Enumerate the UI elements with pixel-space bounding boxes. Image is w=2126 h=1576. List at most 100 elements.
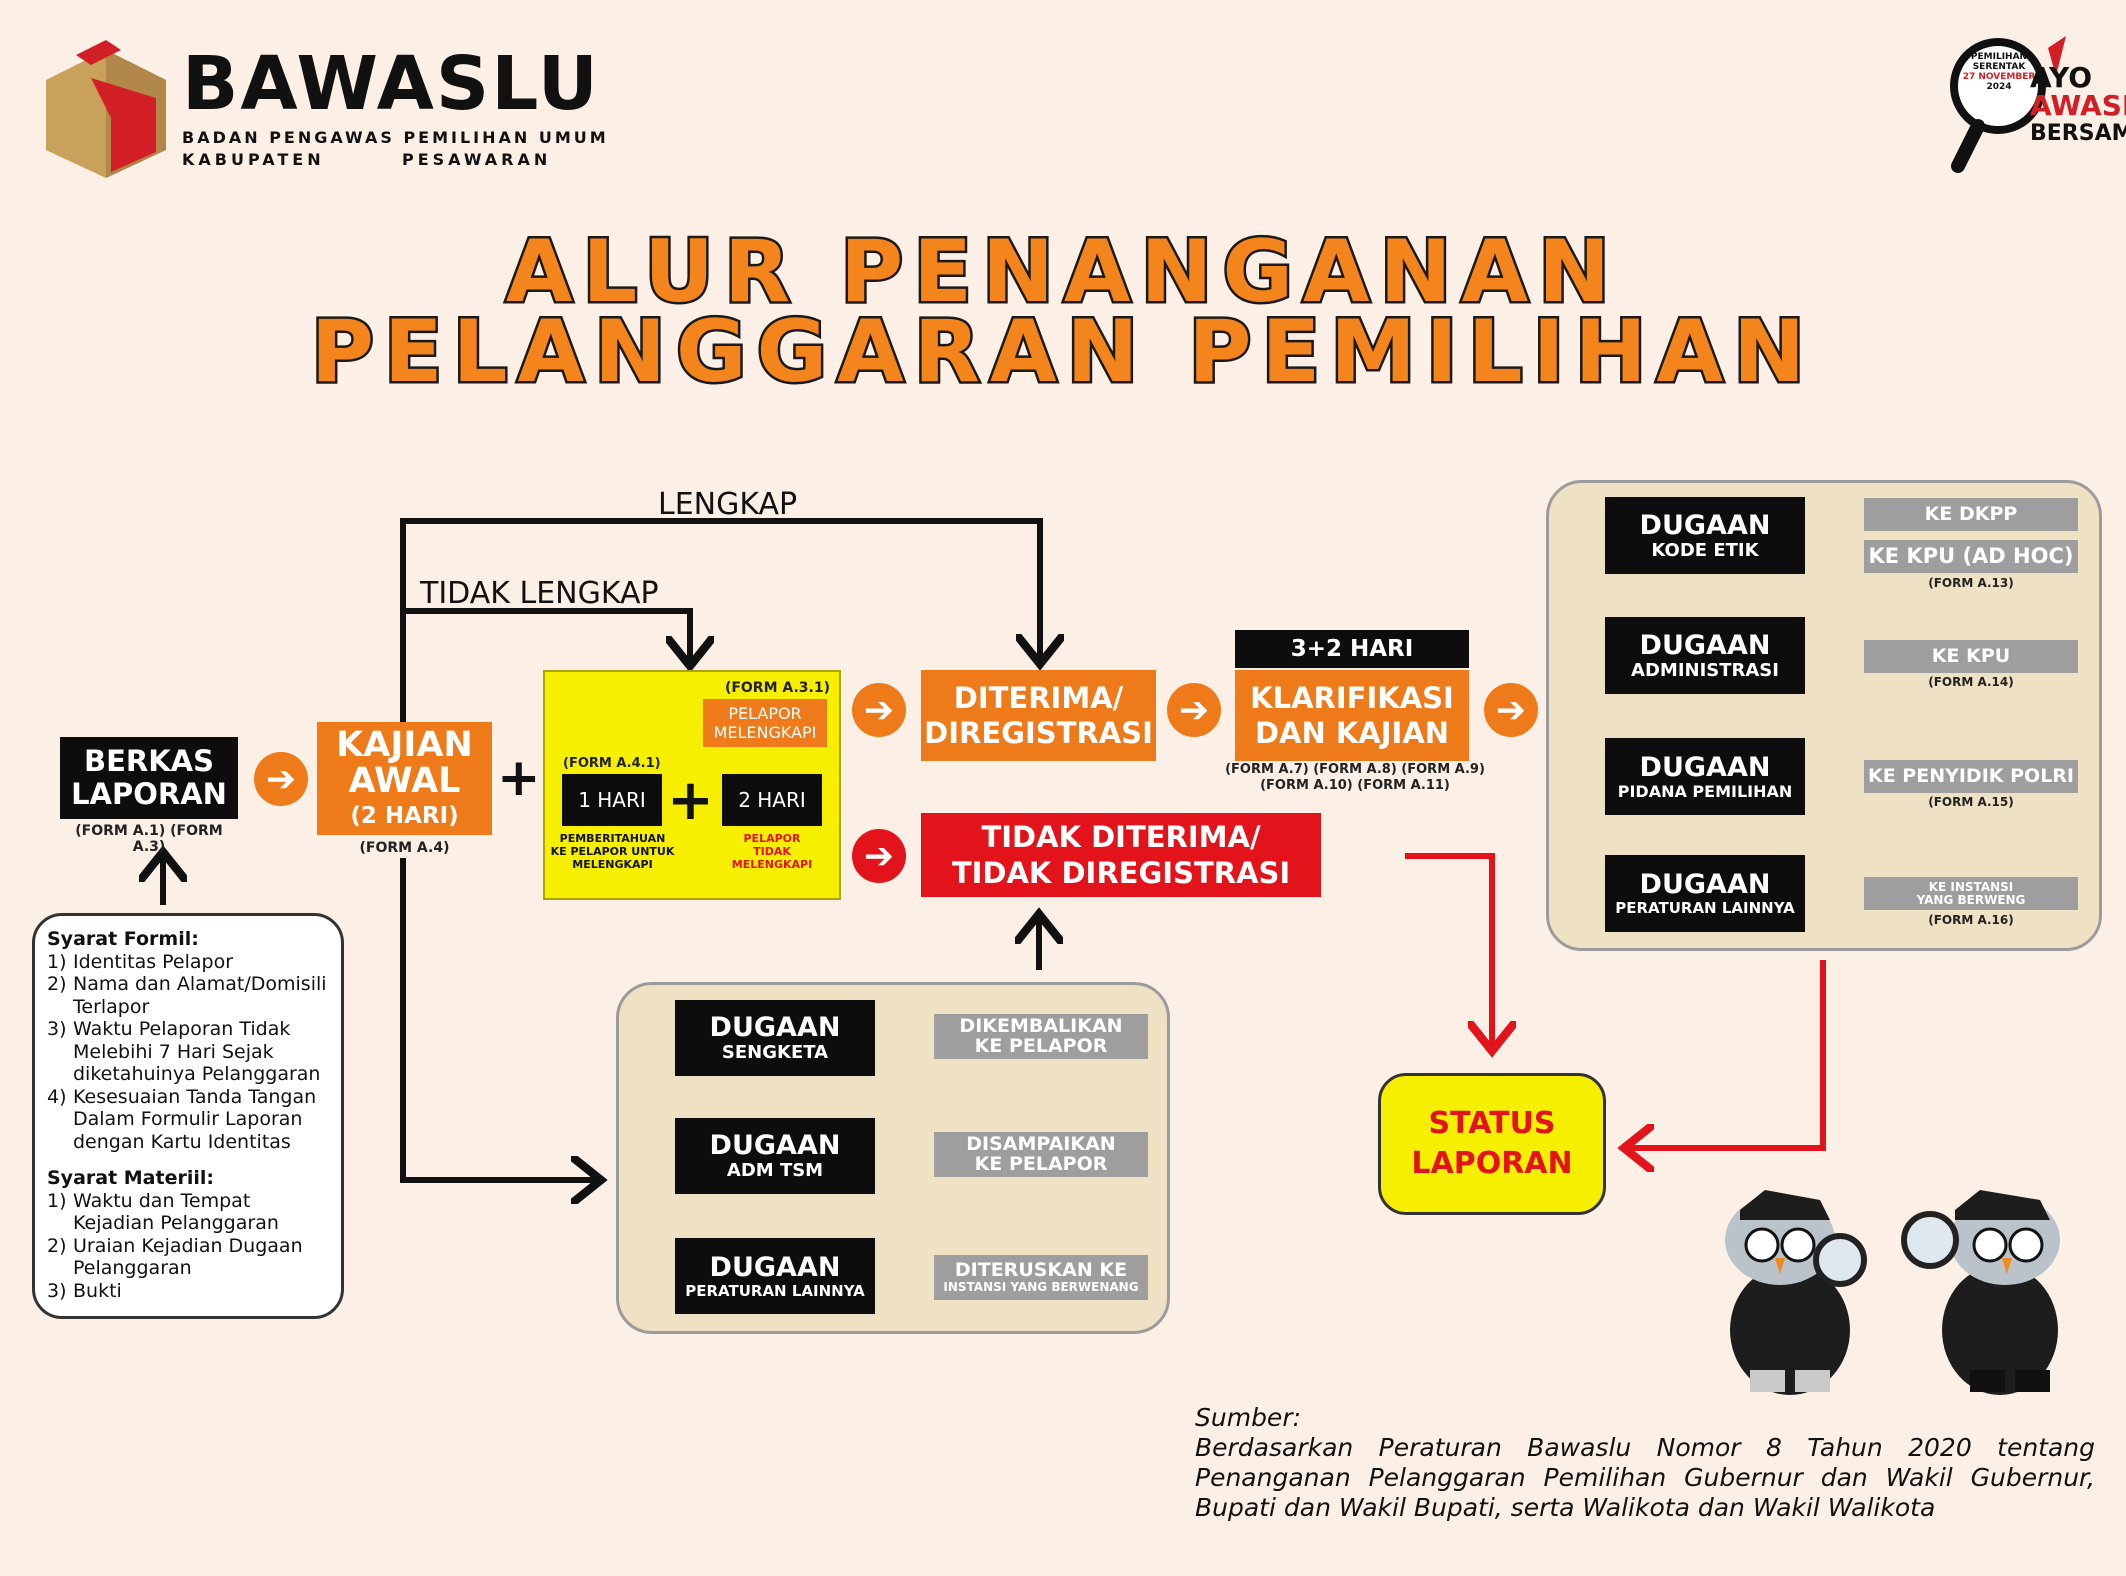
item-text: Uraian Kejadian Dugaan Pelanggaran — [73, 1234, 303, 1280]
target-form: (FORM A.14) — [1928, 675, 2014, 689]
duration-label: 3+2 HARI — [1235, 630, 1469, 668]
target-box: KE INSTANSI YANG BERWENG — [1864, 877, 2078, 910]
tidak-melengkapi-line: MELENGKAPI — [731, 858, 813, 871]
pemberitahuan-line: KE PELAPOR UNTUK — [550, 845, 675, 858]
result-line: DITERUSKAN KE — [954, 1259, 1128, 1282]
diterima-line: DIREGISTRASI — [924, 715, 1153, 750]
berkas-line: LAPORAN — [71, 777, 227, 811]
status-laporan-box: STATUS LAPORAN — [1378, 1073, 1606, 1215]
dugaan-sub: SENGKETA — [721, 1042, 829, 1064]
badge-text: PEMILIHAN SERENTAK 27 NOVEMBER 2024 — [1958, 52, 2040, 92]
list-item: 2) Nama dan Alamat/Domisili Terlapor — [47, 973, 331, 1018]
melengkapi-line: PELAPOR — [728, 704, 802, 723]
dugaan-title: DUGAAN — [709, 1251, 841, 1283]
target-label: KE KPU — [1931, 644, 2011, 667]
arrow-circle-icon: ➔ — [1484, 683, 1538, 737]
result-line: KE PELAPOR — [974, 1034, 1108, 1057]
melengkapi-line: MELENGKAPI — [713, 723, 817, 742]
item-text: Kesesuaian Tanda Tangan Dalam Formulir L… — [73, 1085, 317, 1153]
pemberitahuan-line: MELENGKAPI — [572, 858, 653, 871]
list-item: 1)Waktu dan Tempat Kejadian Pelanggaran — [47, 1190, 331, 1235]
org-region-b: PESAWARAN — [402, 150, 552, 169]
org-name: BAWASLU — [182, 41, 600, 127]
berkas-laporan-box: BERKAS LAPORAN — [60, 737, 238, 819]
item-text: Identitas Pelapor — [73, 950, 234, 973]
item-num: 2) — [47, 973, 67, 995]
klarifikasi-box: KLARIFIKASI DAN KAJIAN — [1235, 670, 1469, 761]
formil-title: Syarat Formil: — [47, 928, 199, 950]
dugaan-title: DUGAAN — [1639, 509, 1771, 541]
dugaan-title: DUGAAN — [709, 1130, 841, 1162]
badge-line: PEMILIHAN — [1970, 52, 2028, 62]
plus-icon: + — [497, 748, 541, 808]
diterima-line: DITERIMA/ — [953, 680, 1124, 715]
badge-line: SERENTAK — [1972, 62, 2026, 72]
source-line: Berdasarkan Peraturan Bawaslu Nomor 8 Ta… — [1195, 1433, 2095, 1462]
item-num: 4) — [47, 1085, 67, 1108]
dugaan-title: DUGAAN — [1639, 629, 1771, 661]
dugaan-box: DUGAAN ADMINISTRASI — [1605, 617, 1805, 694]
page-title-line2: PELANGGARAN PEMILIHAN — [308, 300, 1816, 405]
magnifier-icon — [1950, 36, 2066, 173]
kajian-line: KAJIAN — [336, 724, 473, 765]
dugaan-box: DUGAAN PERATURAN LAINNYA — [675, 1238, 875, 1314]
slogan-line: AWASI — [2030, 89, 2126, 122]
item-text: Nama dan Alamat/Domisili Terlapor — [73, 973, 327, 1018]
klarifikasi-line: KLARIFIKASI — [1250, 680, 1454, 715]
result-line: DIKEMBALIKAN — [959, 1014, 1123, 1037]
dugaan-sub: PERATURAN LAINNYA — [1615, 899, 1795, 918]
one-day-label: 1 HARI — [578, 787, 646, 812]
item-num: 3) — [47, 1018, 67, 1040]
label-lengkap: LENGKAP — [658, 487, 798, 522]
target-box: KE KPU (AD HOC) — [1864, 540, 2078, 573]
kajian-awal-box: KAJIAN AWAL (2 HARI) — [317, 722, 492, 835]
pemberitahuan-text: PEMBERITAHUAN KE PELAPOR UNTUK MELENGKAP… — [550, 832, 675, 871]
dugaan-sub: PIDANA PEMILIHAN — [1617, 781, 1793, 801]
item-text: Waktu Pelaporan Tidak Melebihi 7 Hari Se… — [73, 1018, 321, 1085]
berkas-line: BERKAS — [83, 743, 215, 778]
tidak-diterima-line: TIDAK DITERIMA/ — [981, 819, 1261, 854]
item-num: 3) — [47, 1279, 67, 1302]
tidak-melengkapi-line: PELAPOR — [743, 832, 801, 845]
dugaan-box: DUGAAN PIDANA PEMILIHAN — [1605, 738, 1805, 815]
mascot-illustration — [1690, 1190, 2120, 1400]
target-form: (FORM A.13) — [1928, 576, 2014, 590]
one-day-box: 1 HARI — [562, 774, 662, 826]
diterima-box: DITERIMA/ DIREGISTRASI — [921, 670, 1156, 761]
dugaan-sub: KODE ETIK — [1651, 539, 1759, 561]
tidak-melengkapi-line: TIDAK — [753, 845, 791, 858]
arrow-circle-icon: ➔ — [1167, 683, 1221, 737]
arrow-circle-icon: ➔ — [254, 752, 308, 806]
target-form: (FORM A.16) — [1928, 913, 2014, 927]
item-num: 1) — [47, 950, 67, 973]
two-day-box: 2 HARI — [722, 774, 822, 826]
target-label: KE KPU (AD HOC) — [1868, 544, 2074, 569]
org-region-a: KABUPATEN — [182, 150, 325, 169]
page-title-line1: ALUR PENANGANAN — [503, 220, 1621, 325]
status-line: LAPORAN — [1411, 1146, 1573, 1181]
tidak-melengkapi-text: PELAPOR TIDAK MELENGKAPI — [722, 832, 822, 871]
materiil-title: Syarat Materiil: — [47, 1167, 214, 1189]
ballot-box-icon — [46, 40, 166, 178]
target-box: KE PENYIDIK POLRI — [1864, 760, 2078, 793]
dugaan-box: DUGAAN ADM TSM — [675, 1118, 875, 1194]
item-num: 1) — [47, 1189, 67, 1212]
target-form: (FORM A.15) — [1928, 795, 2014, 809]
target-label: KE DKPP — [1924, 502, 2018, 525]
owl-mascot-icon — [1725, 1190, 2060, 1395]
klarifikasi-form-line: (FORM A.10) (FORM A.11) — [1260, 778, 1450, 793]
target-label: KE INSTANSI YANG BERWENG — [1916, 879, 2026, 907]
badge-line: 2024 — [1986, 82, 2012, 92]
list-item: 1) Identitas Pelapor — [47, 951, 331, 974]
form-a31: (FORM A.3.1) — [724, 680, 830, 696]
klarifikasi-form-line: (FORM A.7) (FORM A.8) (FORM A.9) — [1225, 762, 1485, 777]
arrow-circle-icon: ➔ — [852, 683, 906, 737]
pelapor-melengkapi-box: PELAPOR MELENGKAPI — [703, 699, 827, 747]
bawaslu-logo — [36, 40, 176, 180]
dugaan-box: DUGAAN SENGKETA — [675, 1000, 875, 1076]
target-box: KE DKPP — [1864, 498, 2078, 531]
dugaan-sub: PERATURAN LAINNYA — [685, 1281, 865, 1300]
two-day-label: 2 HARI — [738, 787, 806, 812]
